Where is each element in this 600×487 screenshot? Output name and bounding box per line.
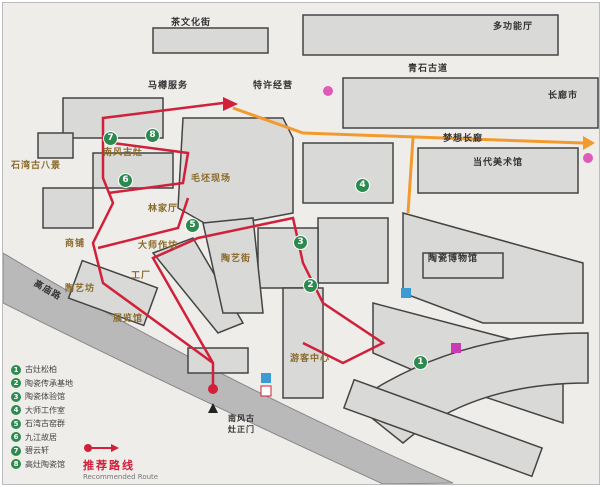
label-service: 马樽服务 (148, 81, 189, 91)
parking-icon (323, 86, 333, 96)
legend-item: 2 陶瓷传承基地 (11, 377, 73, 391)
label-kiln: 南风古灶 (103, 148, 144, 158)
orange-arrow (583, 136, 595, 150)
marker-8[interactable]: 8 (145, 128, 160, 143)
route-label-cn: 推荐路线 (83, 459, 135, 472)
legend-label: 陶瓷体验馆 (25, 392, 65, 402)
legend-label: 古灶松柏 (25, 365, 57, 375)
legend-item: 5 石湾古窑群 (11, 417, 73, 431)
label-tea-street: 茶文化街 (171, 18, 212, 28)
label-shop: 商铺 (65, 239, 86, 249)
route-label-en: Recommended Route (83, 473, 159, 481)
label-pottery-street: 陶艺街 (221, 254, 252, 264)
legend-label: 高灶陶瓷馆 (25, 459, 65, 469)
legend: 1 古灶松柏 2 陶瓷传承基地 3 陶瓷体验馆 4 大师工作室 5 石湾古窑群 6 九江故居… (11, 363, 73, 471)
label-franchise: 特许经营 (253, 81, 294, 91)
toilet-icon (401, 288, 411, 298)
legend-label: 陶瓷传承基地 (25, 378, 73, 388)
legend-item: 6 九江故居 (11, 431, 73, 445)
legend-item: 8 高灶陶瓷馆 (11, 458, 73, 472)
label-workshop-area: 毛坯现场 (191, 174, 232, 184)
label-art-museum: 当代美术馆 (473, 158, 524, 168)
label-visitor-center: 游客中心 (290, 354, 331, 364)
legend-label: 碧云轩 (25, 446, 49, 456)
legend-number: 6 (11, 432, 21, 443)
marker-4[interactable]: 4 (355, 178, 370, 193)
legend-number: 3 (11, 391, 21, 402)
label-gate: 南风古灶正门 (228, 414, 255, 434)
toilet-icon (451, 343, 461, 353)
legend-item: 4 大师工作室 (11, 404, 73, 418)
building-blocks (37, 14, 599, 478)
legend-item: 7 碧云轩 (11, 444, 73, 458)
marker-7[interactable]: 7 (103, 131, 118, 146)
label-dream-corridor: 梦想长廊 (443, 134, 484, 144)
legend-label: 大师工作室 (25, 405, 65, 415)
legend-number: 1 (11, 364, 21, 375)
main-road (3, 252, 454, 484)
parking-icon (583, 153, 593, 163)
label-master-workshop: 大师作坊 (138, 241, 179, 251)
legend-item: 1 古灶松柏 (11, 363, 73, 377)
route-legend: 推荐路线 Recommended Route (83, 438, 158, 481)
marker-5[interactable]: 5 (185, 218, 200, 233)
legend-number: 8 (11, 459, 21, 470)
legend-number: 4 (11, 405, 21, 416)
label-lin-hall: 林家厅 (148, 204, 179, 214)
marker-2[interactable]: 2 (303, 278, 318, 293)
label-studio: 陶艺坊 (65, 284, 96, 294)
gate-arrow-icon (208, 403, 218, 413)
legend-label: 石湾古窑群 (25, 419, 65, 429)
legend-item: 3 陶瓷体验馆 (11, 390, 73, 404)
info-icon (261, 373, 271, 383)
legend-number: 7 (11, 445, 21, 456)
label-eight-views: 石湾古八景 (11, 161, 62, 171)
start-point (208, 384, 218, 394)
label-stone-road: 青石古道 (408, 64, 449, 74)
orange-route (232, 106, 584, 214)
marker-6[interactable]: 6 (118, 173, 133, 188)
legend-label: 九江故居 (25, 432, 57, 442)
label-hall: 多功能厅 (493, 22, 534, 32)
legend-number: 5 (11, 418, 21, 429)
first-aid-icon (260, 385, 272, 397)
label-ceramics-museum: 陶瓷博物馆 (428, 254, 479, 264)
label-museum-front: 展览馆 (113, 314, 144, 324)
label-long-market: 长廊市 (548, 91, 579, 101)
route-arrow (223, 97, 238, 111)
marker-1[interactable]: 1 (413, 355, 428, 370)
legend-number: 2 (11, 378, 21, 389)
marker-3[interactable]: 3 (293, 235, 308, 250)
route-arrow-icon (84, 444, 119, 452)
label-factory: 工厂 (131, 271, 152, 281)
